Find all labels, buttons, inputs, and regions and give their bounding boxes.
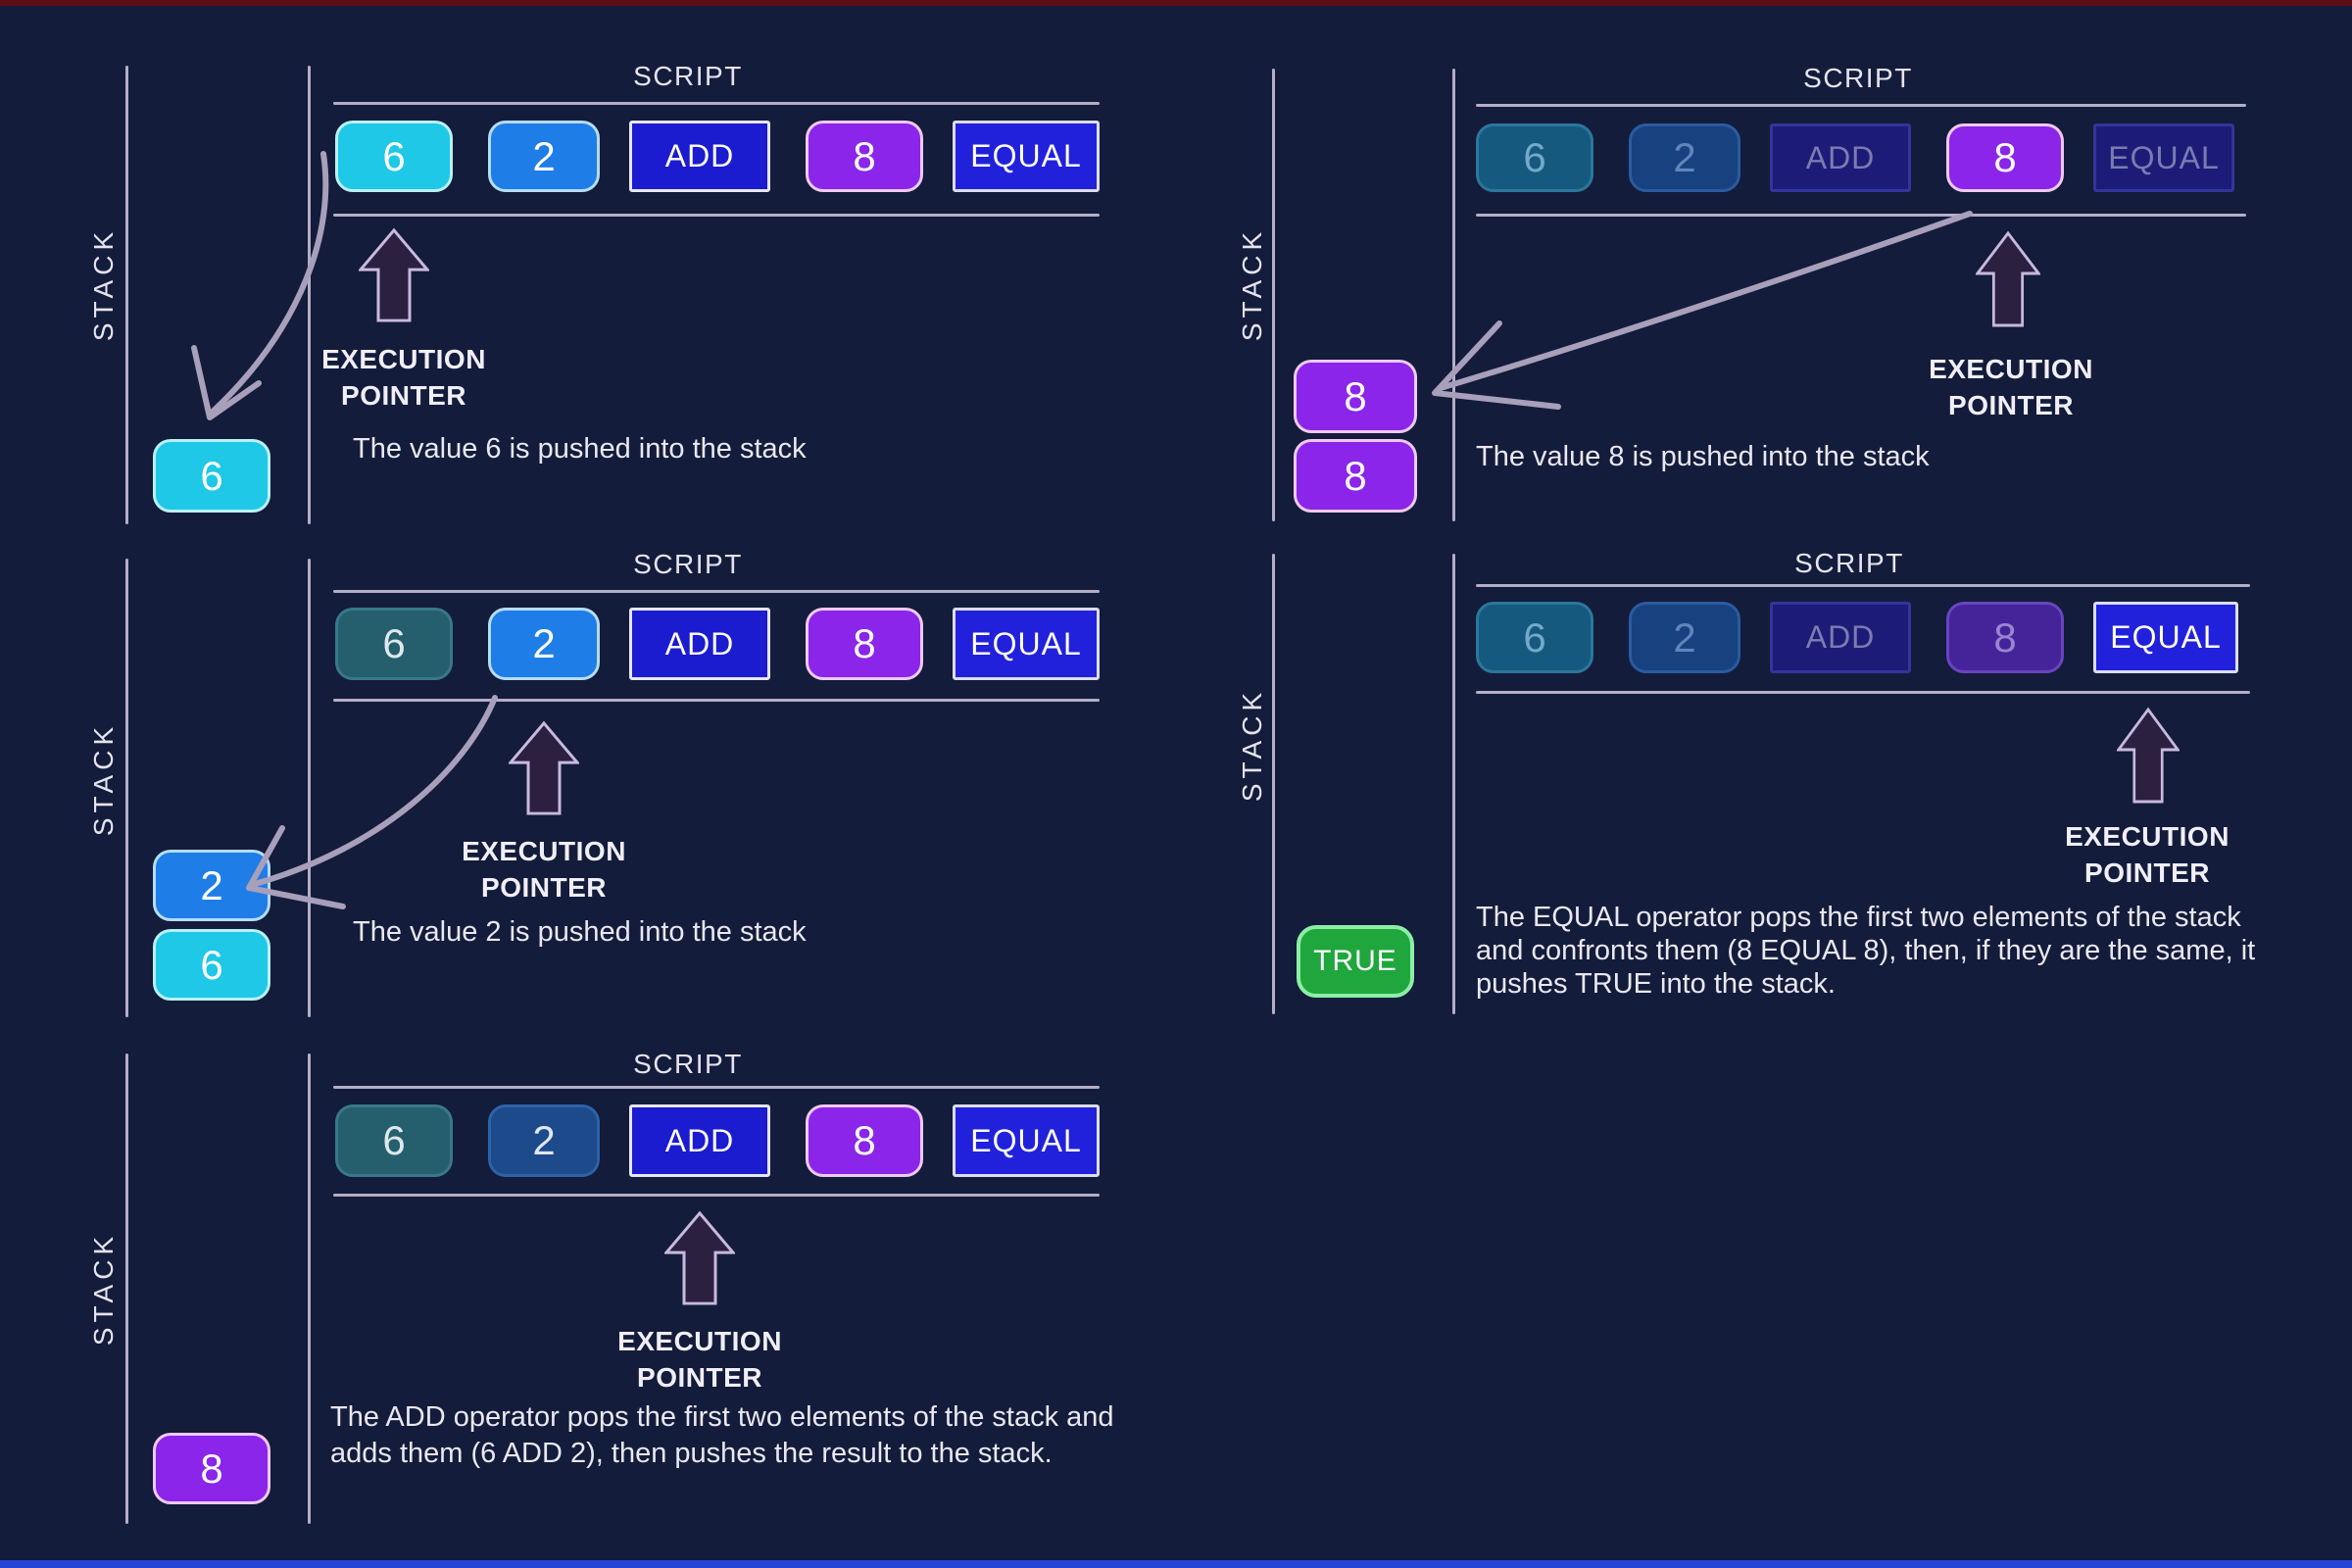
script-top-line (333, 102, 1100, 105)
stack-item-8-top: 8 (1294, 360, 1417, 433)
script-bottom-line (1476, 691, 2250, 694)
execution-pointer-label: EXECUTION POINTER (462, 836, 626, 903)
script-label: SCRIPT (633, 549, 743, 579)
script-bottom-line (333, 214, 1100, 217)
stack-left-line (125, 559, 128, 1017)
stack-right-line (308, 66, 311, 524)
stack-item-8-bottom: 8 (1294, 439, 1417, 513)
execution-pointer-arrow-icon (2117, 707, 2180, 804)
panel-step-4: STACK SCRIPT 6 2 ADD 8 EQUAL EXECUTION P… (1215, 39, 2332, 529)
script-token-add: ADD (1770, 602, 1911, 673)
execution-pointer-label: EXECUTION POINTER (1929, 354, 2093, 420)
panel-step-1: STACK SCRIPT 6 2 ADD 8 EQUAL EXECUTION P… (59, 39, 1117, 529)
script-token-8: 8 (806, 608, 923, 680)
script-bottom-line (333, 699, 1100, 702)
push-arrow-icon (246, 695, 498, 909)
script-token-6: 6 (335, 121, 453, 192)
stack-axis-label: STACK (1237, 226, 1267, 342)
panel-step-2: STACK SCRIPT 6 2 ADD 8 EQUAL EXECUTION P… (59, 534, 1117, 1024)
execution-pointer-arrow-icon (509, 720, 579, 815)
execution-pointer-arrow-icon (1976, 230, 2040, 327)
stack-axis-label: STACK (88, 226, 119, 342)
top-edge-strip (0, 0, 2352, 6)
script-token-2: 2 (1629, 602, 1740, 673)
panel-step-5: STACK SCRIPT 6 2 ADD 8 EQUAL EXECUTION P… (1215, 534, 2332, 1063)
stack-right-line (308, 1054, 311, 1524)
script-token-6: 6 (1476, 602, 1593, 673)
bottom-edge-strip (0, 1560, 2352, 1568)
script-token-equal: EQUAL (2093, 123, 2234, 192)
stack-axis-label: STACK (88, 1231, 119, 1347)
script-top-line (1476, 104, 2246, 107)
script-bottom-line (333, 1194, 1100, 1197)
stack-left-line (125, 1054, 128, 1524)
script-token-6: 6 (1476, 123, 1593, 192)
script-token-2: 2 (1629, 123, 1740, 192)
script-token-2: 2 (488, 608, 600, 680)
script-token-equal: EQUAL (953, 1104, 1100, 1177)
execution-pointer-arrow-icon (664, 1210, 735, 1305)
script-label: SCRIPT (1803, 63, 1913, 93)
script-top-line (1476, 584, 2250, 587)
stack-right-line (308, 559, 311, 1017)
step-caption: The value 2 is pushed into the stack (353, 916, 807, 948)
script-label: SCRIPT (1794, 548, 1904, 578)
script-top-line (333, 590, 1100, 593)
script-label: SCRIPT (633, 1049, 743, 1079)
step-caption: The value 8 is pushed into the stack (1476, 441, 1930, 472)
script-bottom-line (1476, 214, 2246, 217)
script-token-equal: EQUAL (953, 121, 1100, 192)
stack-left-line (125, 66, 128, 524)
execution-pointer-label: EXECUTION POINTER (321, 344, 486, 411)
script-token-8: 8 (1946, 602, 2064, 673)
stack-item-8: 8 (153, 1433, 270, 1504)
stack-left-line (1272, 554, 1275, 1014)
push-arrow-icon (1432, 211, 1973, 410)
script-token-2: 2 (488, 1104, 600, 1177)
script-token-8: 8 (806, 1104, 923, 1177)
execution-pointer-label: EXECUTION POINTER (617, 1326, 782, 1393)
step-caption: The EQUAL operator pops the first two el… (1476, 902, 2256, 1000)
script-label: SCRIPT (633, 61, 743, 91)
stack-axis-label: STACK (1237, 687, 1267, 803)
stack-axis-label: STACK (88, 721, 119, 837)
script-token-add: ADD (1770, 123, 1911, 192)
script-top-line (333, 1086, 1100, 1089)
stack-item-true: TRUE (1297, 925, 1414, 998)
step-caption: The value 6 is pushed into the stack (353, 433, 807, 465)
stack-right-line (1452, 69, 1455, 521)
script-token-8: 8 (806, 121, 923, 192)
step-caption: The ADD operator pops the first two elem… (330, 1401, 1114, 1469)
script-token-equal: EQUAL (2093, 602, 2238, 673)
script-token-add: ADD (629, 1104, 770, 1177)
script-token-2: 2 (488, 121, 600, 192)
script-token-6: 6 (335, 1104, 453, 1177)
stack-item-6: 6 (153, 929, 270, 1001)
stack-right-line (1452, 554, 1455, 1014)
stack-item-6: 6 (153, 439, 270, 513)
push-arrow-icon (191, 151, 329, 420)
execution-pointer-arrow-icon (359, 227, 429, 322)
stack-left-line (1272, 69, 1275, 521)
script-token-equal: EQUAL (953, 608, 1100, 680)
panel-step-3: STACK SCRIPT 6 2 ADD 8 EQUAL EXECUTION P… (59, 1029, 1117, 1558)
script-token-6: 6 (335, 608, 453, 680)
script-token-add: ADD (629, 608, 770, 680)
execution-pointer-label: EXECUTION POINTER (2065, 821, 2230, 888)
script-token-8: 8 (1946, 123, 2064, 192)
script-token-add: ADD (629, 121, 770, 192)
